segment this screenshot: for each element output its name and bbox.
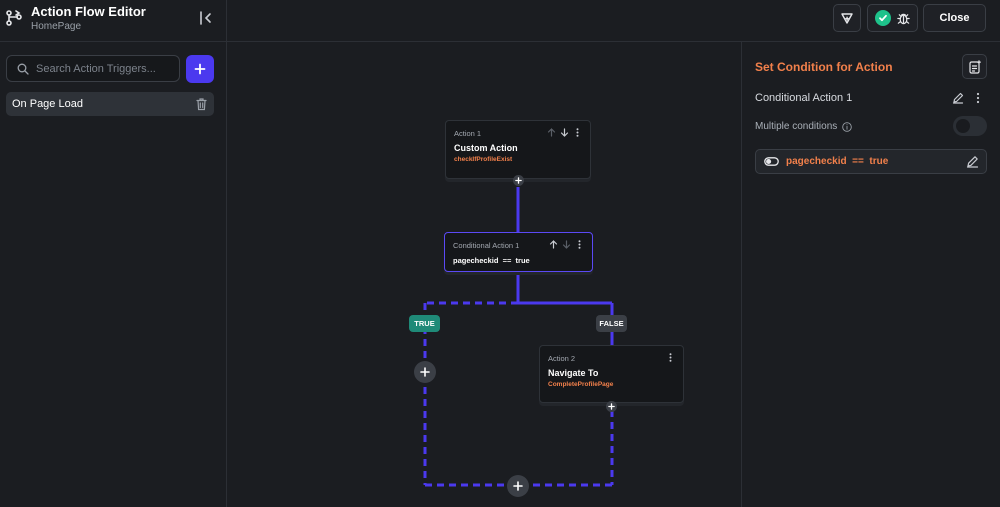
page-title: Action Flow Editor <box>31 4 146 19</box>
node-condition: pagecheckid == true <box>453 256 530 265</box>
action-node-1[interactable]: Action 1 Custom Action checkIfProfileExi… <box>445 120 591 179</box>
move-up-icon[interactable] <box>549 240 558 249</box>
trash-icon[interactable] <box>195 97 208 111</box>
node-subtitle: checkIfProfileExist <box>454 156 513 163</box>
flow-connectors <box>423 187 614 487</box>
plus-icon <box>420 367 430 377</box>
node-kind-label: Conditional Action 1 <box>453 241 520 250</box>
add-true-branch-action-button[interactable] <box>414 361 436 383</box>
edit-condition-icon[interactable] <box>966 155 979 168</box>
ai-assist-button[interactable] <box>833 4 861 32</box>
trigger-item-on-page-load[interactable]: On Page Load <box>6 92 214 116</box>
editor-header: Action Flow Editor HomePage <box>0 0 227 42</box>
close-button[interactable]: Close <box>923 4 986 32</box>
more-options-icon[interactable] <box>666 353 675 362</box>
document-add-icon <box>968 59 981 74</box>
node-subtitle: CompleteProfilePage <box>548 381 614 388</box>
sparkle-icon <box>841 13 853 24</box>
more-options-icon[interactable] <box>573 128 582 137</box>
action-node-2[interactable]: Action 2 Navigate To CompleteProfilePage <box>539 345 684 403</box>
node-tools <box>549 240 584 249</box>
flow-canvas[interactable]: Action 1 Custom Action checkIfProfileExi… <box>227 42 741 507</box>
add-action-button[interactable] <box>513 175 524 186</box>
true-branch-label: TRUE <box>409 315 440 332</box>
toggle-condition-icon <box>764 157 779 166</box>
false-branch-label: FALSE <box>596 315 627 332</box>
plus-icon <box>513 481 523 491</box>
documentation-button[interactable] <box>962 54 987 79</box>
check-circle-icon <box>874 10 891 26</box>
node-title: Custom Action <box>454 143 518 153</box>
node-title: Navigate To <box>548 368 599 378</box>
multiple-conditions-toggle[interactable] <box>953 116 987 136</box>
node-kind-label: Action 1 <box>454 129 482 138</box>
search-input[interactable] <box>36 62 166 75</box>
move-up-icon[interactable] <box>547 128 556 137</box>
add-merge-action-button[interactable] <box>507 475 529 497</box>
more-options-icon[interactable] <box>973 92 983 104</box>
condition-row[interactable]: pagecheckid == true <box>755 149 987 174</box>
condition-text: pagecheckid == true <box>786 156 889 167</box>
edit-icon[interactable] <box>952 92 964 104</box>
bug-icon <box>896 13 910 24</box>
plus-icon <box>608 403 615 410</box>
branch-flow-icon <box>6 10 22 26</box>
conditional-node-1[interactable]: Conditional Action 1 pagecheckid == true <box>444 232 593 272</box>
move-down-icon[interactable] <box>562 240 571 249</box>
info-icon <box>842 122 852 132</box>
plus-icon <box>515 177 522 184</box>
action-triggers-panel: On Page Load <box>0 42 227 507</box>
top-bar: Action Flow Editor HomePage Close <box>0 0 1000 42</box>
panel-title: Set Condition for Action <box>755 60 893 74</box>
more-options-icon[interactable] <box>575 240 584 249</box>
add-action-button[interactable] <box>606 401 617 412</box>
search-icon <box>17 63 29 75</box>
trigger-label: On Page Load <box>12 98 83 110</box>
toggle-knob <box>956 119 970 133</box>
validate-debug-button[interactable] <box>867 4 918 32</box>
search-box[interactable] <box>6 55 180 82</box>
add-trigger-button[interactable] <box>186 55 214 83</box>
multiple-conditions-label: Multiple conditions <box>755 121 838 132</box>
move-down-icon[interactable] <box>560 128 569 137</box>
page-subtitle: HomePage <box>31 21 82 32</box>
plus-icon <box>194 63 206 75</box>
node-tools <box>547 128 582 137</box>
node-tools <box>666 353 675 362</box>
collapse-panel-icon[interactable] <box>197 9 215 27</box>
condition-settings-panel: Set Condition for Action Conditional Act… <box>741 42 1000 507</box>
action-name: Conditional Action 1 <box>755 92 853 104</box>
node-kind-label: Action 2 <box>548 354 576 363</box>
